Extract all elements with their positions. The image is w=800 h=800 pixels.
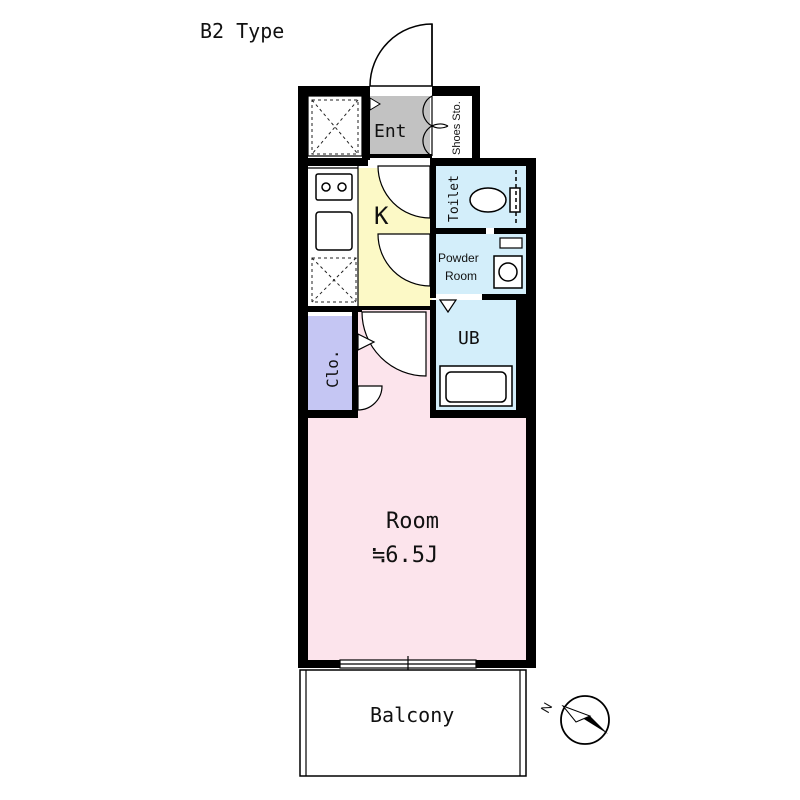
- stove-icon: [315, 173, 353, 201]
- entrance-label: Ent: [374, 121, 407, 142]
- closet-label: Clo.: [323, 349, 342, 388]
- room-name-label: Room: [386, 509, 439, 534]
- sink-icon: [315, 211, 353, 251]
- ub-door-icon: [438, 299, 458, 314]
- balcony-area: [299, 669, 527, 777]
- closet-area: [308, 316, 354, 410]
- hall-door-icon: [361, 311, 427, 377]
- shoes-storage-door-icon: [422, 95, 449, 157]
- entrance-step-icon: [369, 97, 381, 111]
- plan-title: B2 Type: [200, 19, 284, 43]
- kitchen-label: K: [374, 202, 389, 230]
- closet-door-icon: [357, 333, 383, 411]
- unit-bath-label: UB: [458, 328, 480, 349]
- toilet-label: Toilet: [447, 175, 462, 222]
- bathtub-icon: [439, 365, 513, 407]
- balcony-label: Balcony: [370, 703, 454, 727]
- compass-icon: N: [538, 695, 610, 745]
- kitchen-door-icon: [377, 165, 431, 287]
- room-area: [308, 418, 526, 661]
- powder-room-fixture: [499, 237, 523, 249]
- powder-room-label-line1: Powder: [438, 251, 479, 265]
- walls: [298, 86, 536, 668]
- balcony-window-icon: [339, 656, 477, 672]
- washing-machine-icon: [493, 255, 523, 289]
- entrance-area: [370, 96, 430, 156]
- toilet-icon: [469, 170, 521, 226]
- compass-north-label: N: [538, 700, 556, 716]
- entrance-door-icon: [369, 23, 433, 87]
- shoes-storage-label: Shoes Sto.: [451, 101, 463, 155]
- storage-crosses: [311, 99, 359, 303]
- powder-room-label-line2: Room: [445, 269, 477, 283]
- room-size-label: ≒6.5J: [372, 543, 438, 568]
